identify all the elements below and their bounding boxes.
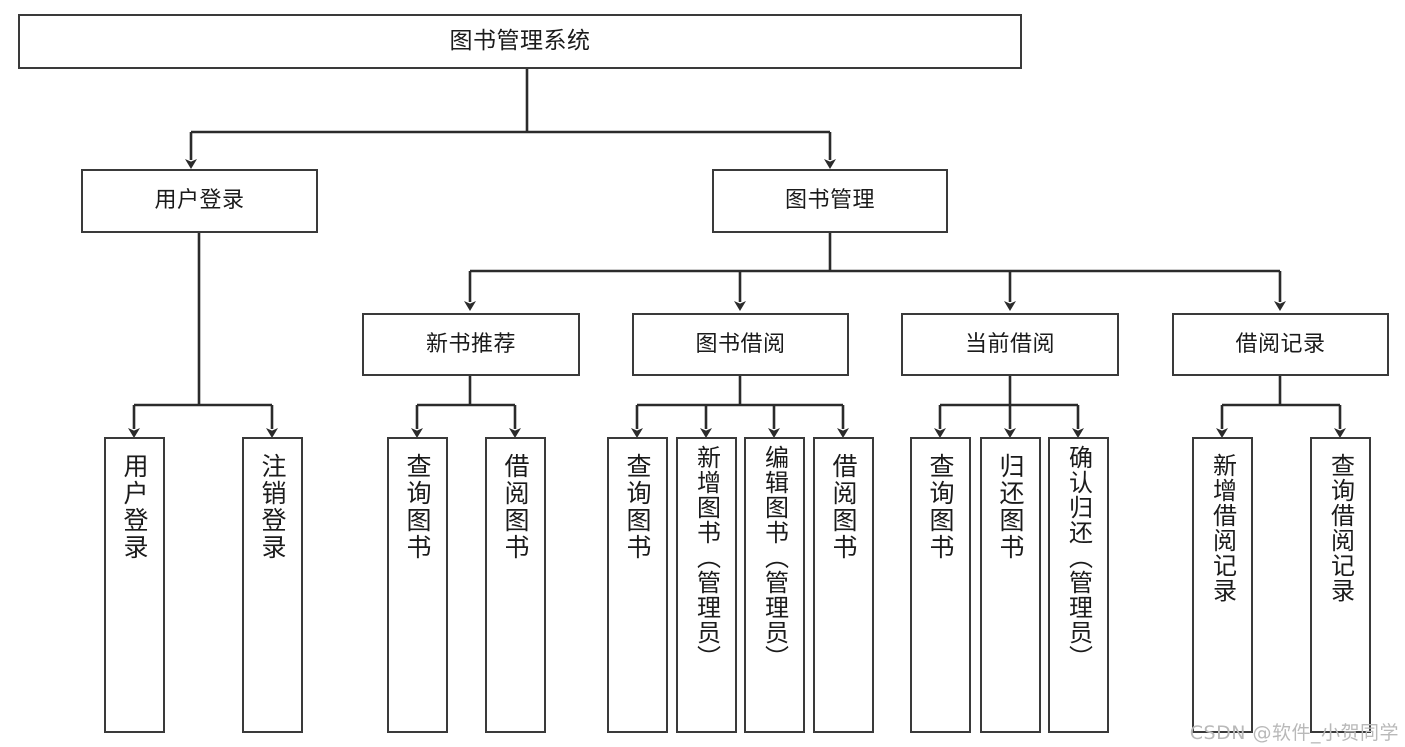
node-label: 借阅图书 — [501, 453, 530, 561]
node-label: 当前借阅 — [964, 331, 1055, 357]
node-root-book-management-system[interactable]: 图书管理系统 — [18, 14, 1022, 69]
leaf-borrow-record-query[interactable]: 查询借阅记录 — [1310, 437, 1371, 733]
node-borrow-record[interactable]: 借阅记录 — [1172, 313, 1389, 376]
node-book-borrow[interactable]: 图书借阅 — [632, 313, 849, 376]
node-label: 注销登录 — [258, 453, 287, 561]
node-label: 图书管理 — [784, 188, 875, 214]
node-label: 编辑图书（管理员） — [760, 445, 789, 670]
node-label: 新增图书（管理员） — [692, 445, 721, 670]
node-label: 借阅记录 — [1235, 331, 1326, 357]
node-book-management[interactable]: 图书管理 — [712, 169, 948, 233]
leaf-new-book-query[interactable]: 查询图书 — [387, 437, 448, 733]
node-current-borrow[interactable]: 当前借阅 — [901, 313, 1119, 376]
leaf-book-borrow-edit-admin[interactable]: 编辑图书（管理员） — [744, 437, 805, 733]
node-label: 归还图书 — [996, 453, 1025, 561]
leaf-borrow-record-add[interactable]: 新增借阅记录 — [1192, 437, 1253, 733]
node-label: 确认归还（管理员） — [1064, 445, 1093, 670]
leaf-user-login-login[interactable]: 用户登录 — [104, 437, 165, 733]
node-label: 查询图书 — [403, 453, 432, 561]
node-label: 查询图书 — [926, 453, 955, 561]
node-label: 新书推荐 — [425, 331, 516, 357]
node-label: 查询借阅记录 — [1326, 453, 1355, 603]
node-user-login[interactable]: 用户登录 — [81, 169, 318, 233]
node-label: 用户登录 — [120, 453, 149, 561]
leaf-current-borrow-confirm-admin[interactable]: 确认归还（管理员） — [1048, 437, 1109, 733]
node-label: 查询图书 — [623, 453, 652, 561]
leaf-book-borrow-add-admin[interactable]: 新增图书（管理员） — [676, 437, 737, 733]
node-label: 图书借阅 — [695, 331, 786, 357]
leaf-user-login-logout[interactable]: 注销登录 — [242, 437, 303, 733]
node-label: 借阅图书 — [829, 453, 858, 561]
watermark-text: CSDN @软件_小贺同学 — [1189, 722, 1399, 744]
node-new-book-recommend[interactable]: 新书推荐 — [362, 313, 580, 376]
leaf-book-borrow-query[interactable]: 查询图书 — [607, 437, 668, 733]
leaf-new-book-borrow[interactable]: 借阅图书 — [485, 437, 546, 733]
node-label: 新增借阅记录 — [1208, 453, 1237, 603]
node-label: 用户登录 — [154, 188, 245, 214]
leaf-current-borrow-return[interactable]: 归还图书 — [980, 437, 1041, 733]
leaf-current-borrow-query[interactable]: 查询图书 — [910, 437, 971, 733]
leaf-book-borrow-borrow[interactable]: 借阅图书 — [813, 437, 874, 733]
node-label: 图书管理系统 — [449, 27, 591, 54]
